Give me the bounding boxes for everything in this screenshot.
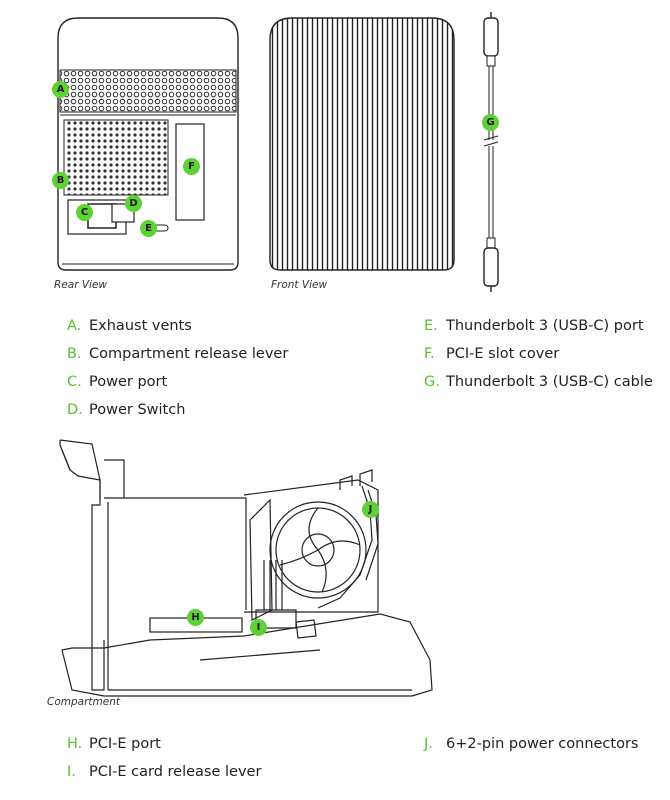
legend-item: D.Power Switch <box>67 402 186 418</box>
callout-c: C <box>76 204 93 221</box>
callout-d: D <box>125 195 142 212</box>
thunderbolt-cable-drawing <box>483 12 499 292</box>
legend-item: H.PCI-E port <box>67 736 161 752</box>
legend-item: F.PCI-E slot cover <box>424 346 560 362</box>
legend-top-left: A.Exhaust vents B.Compartment release le… <box>67 312 288 424</box>
compartment-drawing <box>59 439 433 697</box>
callout-a: A <box>52 81 69 98</box>
legend-item: G.Thunderbolt 3 (USB-C) cable <box>424 374 653 390</box>
legend-item: I.PCI-E card release lever <box>67 764 262 780</box>
legend-item: C.Power port <box>67 374 168 390</box>
legend-bottom-left: H.PCI-E port I.PCI-E card release lever <box>67 730 261 786</box>
callout-j: J <box>362 501 379 518</box>
callout-e: E <box>140 220 157 237</box>
compartment-caption: Compartment <box>47 696 120 708</box>
legend-top-right: E.Thunderbolt 3 (USB-C) port F.PCI-E slo… <box>424 312 653 396</box>
legend-item: A.Exhaust vents <box>67 318 192 334</box>
callout-h: H <box>187 609 204 626</box>
front-view-caption: Front View <box>271 279 328 291</box>
rear-view-drawing <box>57 17 239 271</box>
legend-item: E.Thunderbolt 3 (USB-C) port <box>424 318 644 334</box>
callout-f: F <box>183 158 200 175</box>
legend-bottom-right: J.6+2-pin power connectors <box>424 730 638 758</box>
legend-item: J.6+2-pin power connectors <box>424 736 639 752</box>
rear-view-caption: Rear View <box>54 279 107 291</box>
callout-b: B <box>52 172 69 189</box>
legend-item: B.Compartment release lever <box>67 346 289 362</box>
front-view-drawing <box>269 17 455 271</box>
callout-g: G <box>482 114 499 131</box>
callout-i: I <box>250 619 267 636</box>
